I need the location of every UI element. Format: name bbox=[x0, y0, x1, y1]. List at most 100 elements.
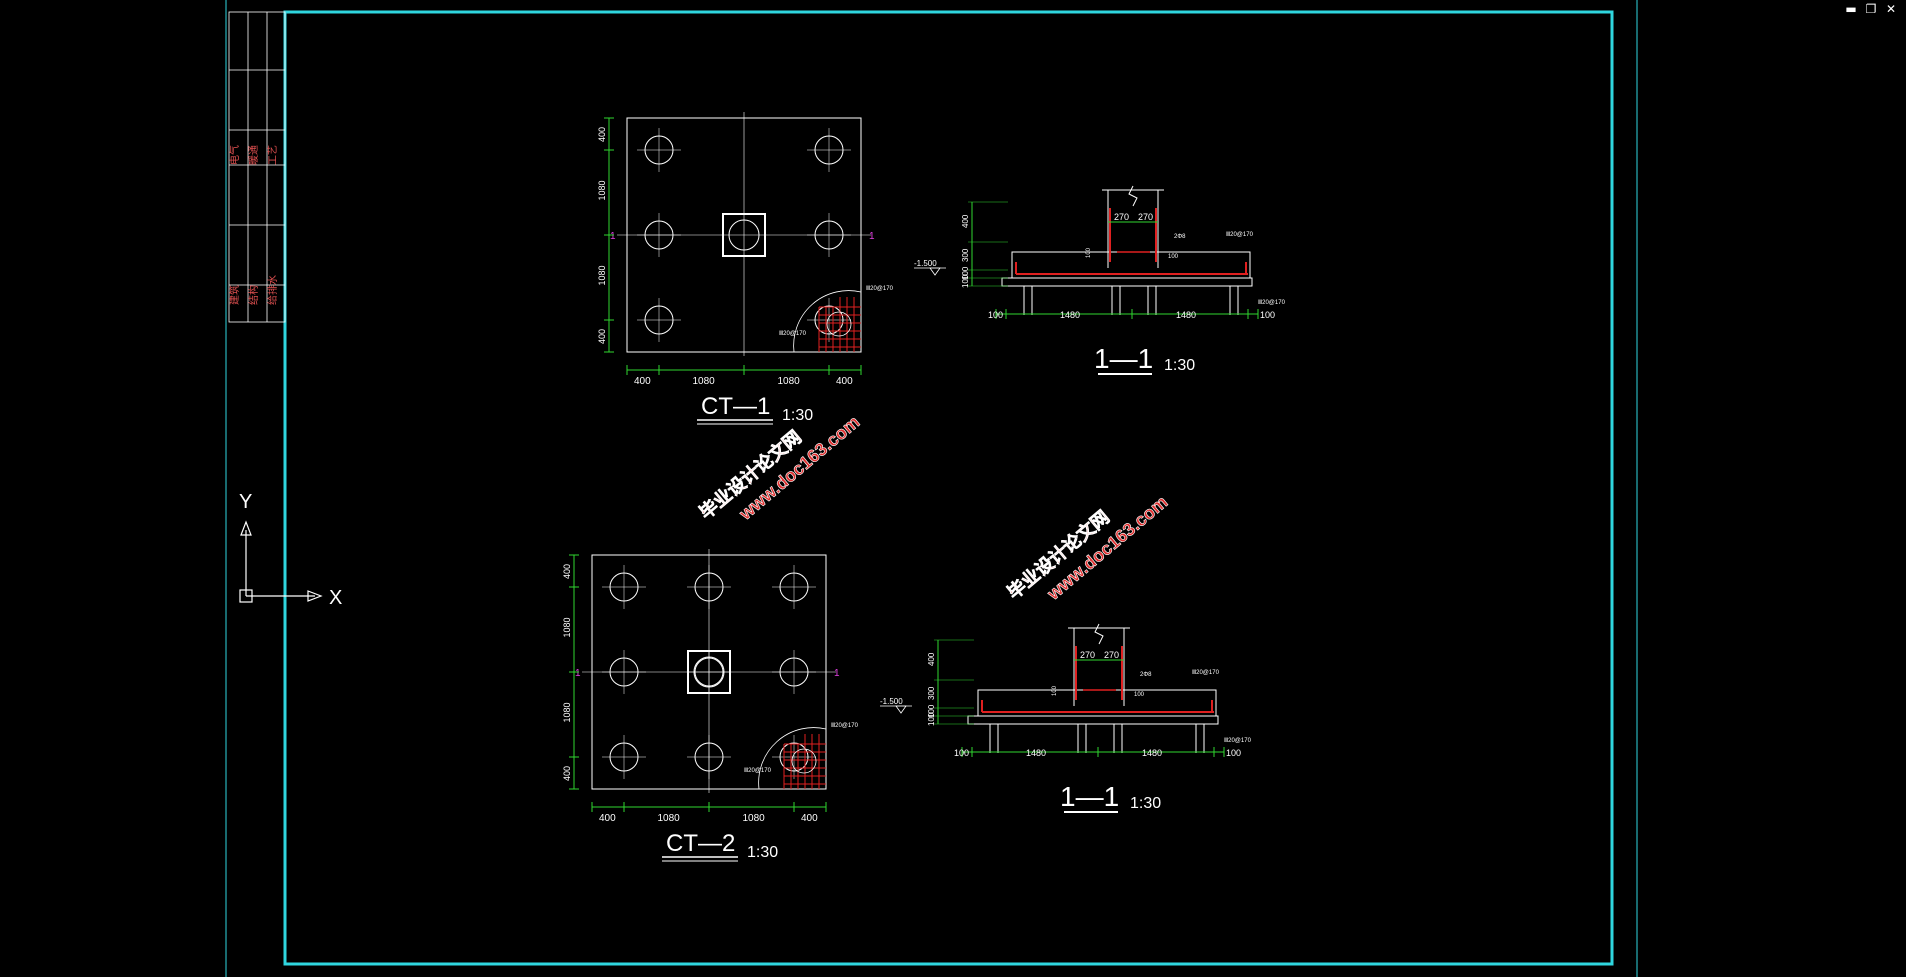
title-block-labels: 建筑结构给排水 电气暖通工艺 bbox=[228, 145, 279, 305]
elevation-marker bbox=[895, 705, 907, 714]
dimension-text: 1080 bbox=[562, 617, 572, 637]
rebar-detail-pile bbox=[791, 748, 817, 774]
titleblock-label: 给排水 bbox=[266, 275, 279, 305]
dimension-text: 400 bbox=[801, 813, 818, 824]
section-marker: 1 bbox=[834, 668, 840, 679]
ucs-icon bbox=[239, 520, 323, 603]
dimension-text: 400 bbox=[836, 376, 853, 387]
dimension-text: 400 bbox=[597, 127, 607, 142]
dimension-text: 1080 bbox=[562, 702, 572, 722]
dimension-text: 100 bbox=[1260, 310, 1275, 320]
titleblock-label: 工艺 bbox=[267, 145, 279, 165]
dimension-text: 1480 bbox=[1060, 310, 1080, 320]
dimension-text: 100 bbox=[954, 748, 969, 758]
dimension-text: 400 bbox=[634, 376, 651, 387]
rebar-label: Ⅲ20@170 bbox=[1192, 670, 1220, 676]
dimension-text: 1480 bbox=[1142, 748, 1162, 758]
close-icon[interactable]: ✕ bbox=[1885, 2, 1897, 16]
dimension-text: 400 bbox=[961, 214, 970, 228]
rebar-label: 2Φ8 bbox=[1140, 672, 1152, 678]
dimension-text: 100 bbox=[927, 704, 936, 718]
rebar-detail-arc bbox=[758, 727, 827, 790]
dimension-text: 1080 bbox=[597, 180, 607, 200]
dimension-text: 400 bbox=[599, 813, 616, 824]
dimension-text: 1080 bbox=[597, 265, 607, 285]
rebar-label: 100 bbox=[1086, 247, 1092, 258]
dimension-text: 400 bbox=[562, 564, 572, 579]
drawing-title: 1—1 bbox=[1060, 781, 1119, 812]
minimize-icon[interactable]: ▬ bbox=[1845, 2, 1857, 16]
dimension-text: 100 bbox=[988, 310, 1003, 320]
watermark-layer: 毕业设计论文网www.doc163.com毕业设计论文网www.doc163.c… bbox=[695, 411, 1172, 604]
break-symbol bbox=[1094, 623, 1104, 645]
column-square bbox=[722, 213, 766, 257]
dimension-text: 100 bbox=[961, 274, 970, 288]
break-symbol bbox=[1128, 185, 1138, 207]
window-controls: ▬ ❐ ✕ bbox=[1844, 2, 1898, 16]
rebar-label: Ⅲ20@170 bbox=[1224, 738, 1252, 744]
rebar-label: Ⅲ20@170 bbox=[1226, 232, 1254, 238]
dimension-text: 100 bbox=[961, 266, 970, 280]
ucs-y-label: Y bbox=[239, 491, 252, 513]
section-marker: 1 bbox=[610, 231, 616, 242]
dimension-text: 1080 bbox=[693, 376, 716, 387]
section-marker: 1 bbox=[575, 668, 581, 679]
cushion-layer bbox=[967, 715, 1219, 725]
titleblock-label: 暖通 bbox=[247, 145, 260, 165]
rebar-label: Ⅲ20@170 bbox=[866, 286, 894, 292]
titleblock-label: 电气 bbox=[228, 145, 241, 165]
drawing-scale: 1:30 bbox=[1164, 357, 1195, 374]
dimension-text: 270 bbox=[1138, 212, 1153, 222]
rebar-label: 100 bbox=[1052, 685, 1058, 696]
dimension-text: 300 bbox=[927, 686, 936, 700]
rebar-detail-arc bbox=[793, 290, 862, 353]
cushion-layer bbox=[1001, 277, 1253, 287]
dimension-text: 1480 bbox=[1176, 310, 1196, 320]
drawing-scale: 1:30 bbox=[747, 844, 778, 861]
drawing-scale: 1:30 bbox=[1130, 795, 1161, 812]
dimension-text: 270 bbox=[1104, 650, 1119, 660]
rebar-label: 100 bbox=[1134, 692, 1145, 698]
dimension-text: 270 bbox=[1080, 650, 1095, 660]
section-marker: 1 bbox=[869, 231, 875, 242]
dimension-text: 270 bbox=[1114, 212, 1129, 222]
rebar-label: Ⅲ20@170 bbox=[779, 331, 807, 337]
column-square bbox=[687, 650, 731, 694]
ucs-x-label: X bbox=[329, 587, 342, 609]
restore-icon[interactable]: ❐ bbox=[1865, 2, 1877, 16]
center-pile-circle bbox=[728, 219, 760, 251]
dimension-text: 1080 bbox=[658, 813, 681, 824]
dimension-text: 400 bbox=[562, 766, 572, 781]
dimension-text: 300 bbox=[961, 248, 970, 262]
rebar-label: 2Φ8 bbox=[1174, 234, 1186, 240]
dimension-text: 1080 bbox=[778, 376, 801, 387]
title-block bbox=[228, 11, 286, 323]
dimension-text: 400 bbox=[597, 329, 607, 344]
dimension-text: 1080 bbox=[743, 813, 766, 824]
drawing-title: CT—1 bbox=[701, 393, 770, 420]
drawing-border bbox=[283, 10, 1614, 966]
dimension-text: 1480 bbox=[1026, 748, 1046, 758]
center-pile-circle bbox=[693, 656, 725, 688]
elevation-marker bbox=[929, 267, 941, 276]
elevation-text: -1.500 bbox=[914, 259, 937, 268]
drawing-title: CT—2 bbox=[666, 830, 735, 857]
rebar-label: Ⅲ20@170 bbox=[744, 768, 772, 774]
titleblock-label: 结构 bbox=[247, 285, 260, 305]
drawing-title: 1—1 bbox=[1094, 343, 1153, 374]
rebar-label: Ⅲ20@170 bbox=[1258, 300, 1286, 306]
rebar-label: 100 bbox=[1168, 254, 1179, 260]
titleblock-label: 建筑 bbox=[228, 285, 241, 305]
dimension-text: 100 bbox=[927, 712, 936, 726]
dimension-text: 100 bbox=[1226, 748, 1241, 758]
drawing-scale: 1:30 bbox=[782, 407, 813, 424]
rebar-detail-pile bbox=[826, 311, 852, 337]
dimension-text: 400 bbox=[927, 652, 936, 666]
